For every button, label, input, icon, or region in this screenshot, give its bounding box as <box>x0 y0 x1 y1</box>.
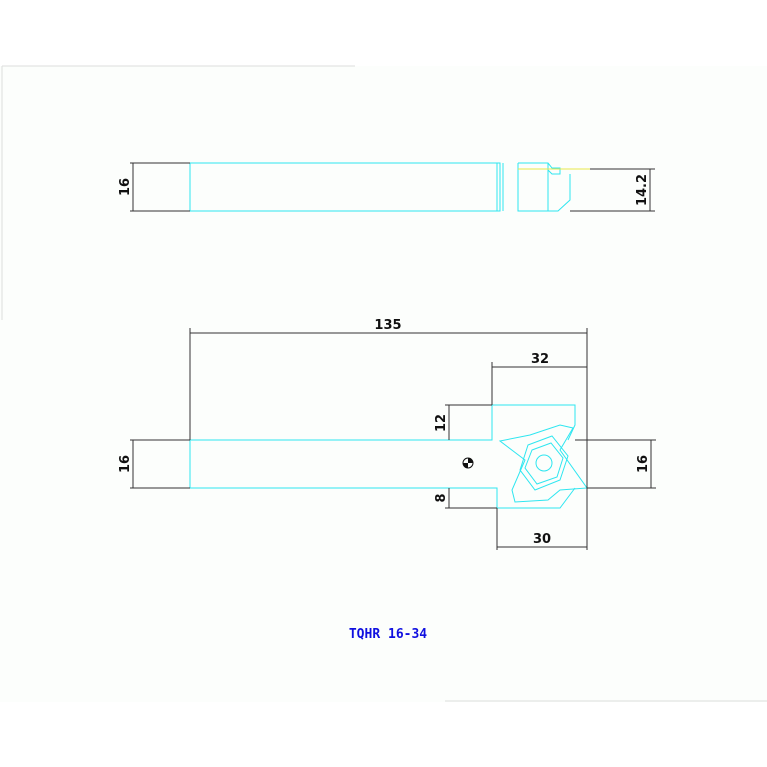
dim-head-width: 30 <box>533 532 551 547</box>
plan-view: 135 32 12 8 30 16 16 <box>118 318 656 550</box>
dim-shank-right: 16 <box>636 455 651 473</box>
tool-outline <box>189 404 576 509</box>
dim-tip-height: 14.2 <box>635 174 650 206</box>
top-view: 16 14.2 <box>118 162 655 212</box>
insert <box>519 435 569 491</box>
dim-lower-offset: 8 <box>434 493 449 502</box>
dim-overall-length: 135 <box>374 318 401 333</box>
drawing-title: TQHR 16-34 <box>349 627 427 642</box>
insert-hole <box>535 454 553 472</box>
head-side <box>517 162 571 212</box>
dim-upper-offset: 12 <box>434 414 449 432</box>
dim-shank-left: 16 <box>118 455 133 473</box>
dim-top-height: 16 <box>118 178 133 196</box>
shank-side <box>189 162 501 212</box>
dim-head-length: 32 <box>531 352 549 367</box>
sheet <box>0 66 767 702</box>
